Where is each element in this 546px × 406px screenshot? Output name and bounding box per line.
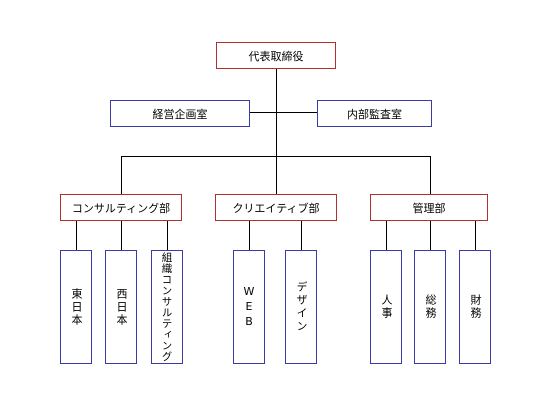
- connector-dept-consulting: [121, 156, 122, 194]
- connector-unit-general: [430, 221, 431, 250]
- node-dept-consulting-label: コンサルティング部: [71, 201, 171, 215]
- node-unit-east-japan-label: 東日本: [70, 287, 83, 327]
- connector-unit-web: [249, 221, 250, 250]
- node-unit-web: WEB: [233, 250, 265, 364]
- node-dept-creative-label: クリエイティブ部: [232, 201, 320, 215]
- node-ceo-label: 代表取締役: [248, 49, 304, 63]
- node-unit-org-consulting: 組織コンサルティング: [151, 250, 183, 364]
- node-unit-design-label: デザイン: [295, 281, 308, 333]
- node-dept-admin: 管理部: [370, 194, 488, 221]
- connector-staff-bar: [250, 112, 317, 113]
- node-unit-east-japan: 東日本: [60, 250, 92, 364]
- node-unit-hr-label: 人事: [380, 294, 393, 320]
- node-unit-west-japan-label: 西日本: [115, 287, 128, 327]
- node-internal-audit: 内部監査室: [317, 100, 432, 127]
- connector-dept-admin: [430, 156, 431, 194]
- node-corporate-planning-label: 経営企画室: [152, 107, 208, 121]
- connector-dept-creative: [276, 156, 277, 194]
- node-unit-org-consulting-label: 組織コンサルティング: [160, 252, 173, 362]
- connector-unit-org: [167, 221, 168, 250]
- connector-unit-hr: [386, 221, 387, 250]
- node-unit-general-affairs: 総務: [414, 250, 446, 364]
- node-internal-audit-label: 内部監査室: [347, 107, 402, 121]
- connector-unit-west: [121, 221, 122, 250]
- connector-unit-east: [76, 221, 77, 250]
- node-dept-creative: クリエイティブ部: [215, 194, 337, 221]
- node-unit-west-japan: 西日本: [105, 250, 137, 364]
- node-unit-finance-label: 財務: [469, 294, 482, 320]
- node-unit-web-label: WEB: [242, 284, 256, 330]
- connector-unit-design: [301, 221, 302, 250]
- node-ceo: 代表取締役: [216, 42, 336, 69]
- node-corporate-planning: 経営企画室: [110, 100, 250, 127]
- node-unit-finance: 財務: [459, 250, 491, 364]
- node-unit-design: デザイン: [285, 250, 317, 364]
- connector-unit-finance: [475, 221, 476, 250]
- node-dept-admin-label: 管理部: [412, 201, 446, 215]
- node-unit-hr: 人事: [370, 250, 402, 364]
- node-unit-general-affairs-label: 総務: [424, 294, 437, 320]
- node-dept-consulting: コンサルティング部: [60, 194, 182, 221]
